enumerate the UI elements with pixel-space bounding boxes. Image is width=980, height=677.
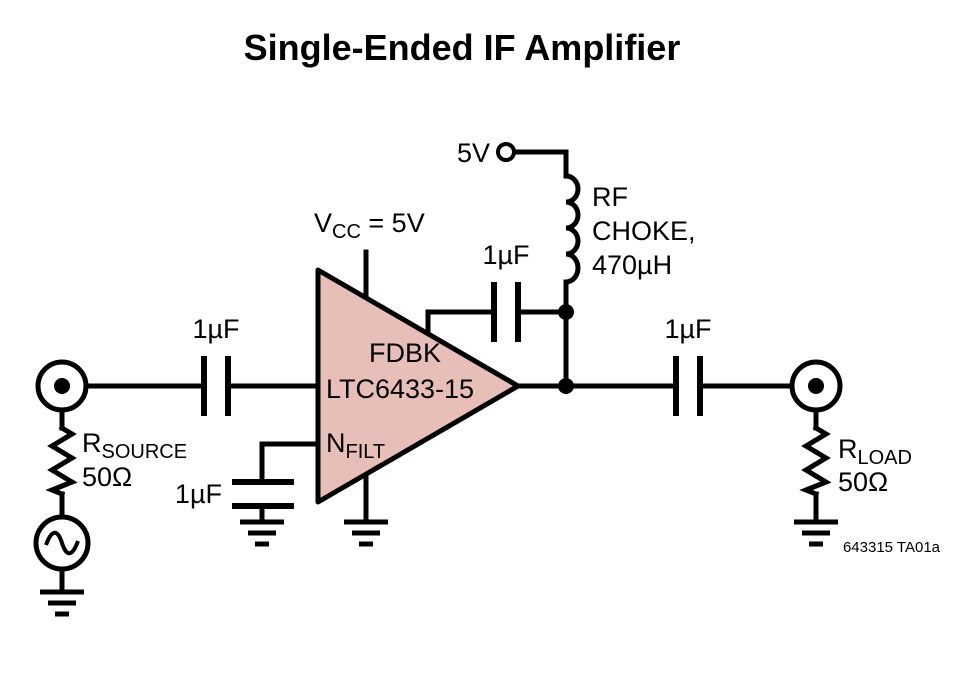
- nfilt-capacitor: [232, 479, 294, 525]
- rf-choke-label-line1: RF: [592, 182, 628, 212]
- wires: [59, 149, 819, 595]
- source-resistor-value: 50Ω: [82, 462, 132, 492]
- output-capacitor: [673, 356, 703, 416]
- junction-dot-feedback: [558, 304, 574, 320]
- diagram-title: Single-Ended IF Amplifier: [244, 27, 681, 68]
- junction-dot-output: [558, 378, 574, 394]
- supply-terminal-icon: [496, 142, 516, 162]
- source-connector-icon: [35, 359, 89, 413]
- pin-nfilt-label: NFILT: [326, 428, 385, 463]
- ground-icon-load: [794, 519, 838, 547]
- load-connector-icon: [789, 359, 843, 413]
- ground-icon-amplifier: [344, 519, 388, 547]
- vcc-label: VCC = 5V: [314, 208, 425, 243]
- ground-icon-source: [40, 589, 84, 617]
- supply-terminal-label: 5V: [457, 138, 490, 168]
- load-resistor: [799, 424, 832, 498]
- input-capacitor-label: 1µF: [192, 314, 239, 344]
- feedback-capacitor-label: 1µF: [482, 240, 529, 270]
- input-capacitor: [201, 356, 231, 416]
- source-resistor: [45, 424, 78, 498]
- sine-source-icon: [33, 514, 91, 572]
- nfilt-capacitor-label: 1µF: [175, 479, 222, 509]
- load-resistor-value: 50Ω: [838, 467, 888, 497]
- rf-choke-label-line3: 470µH: [592, 250, 672, 280]
- amplifier-triangle: [315, 267, 521, 505]
- rf-choke-label-line2: CHOKE,: [592, 216, 696, 246]
- load-resistor-name: RLOAD: [838, 434, 912, 469]
- output-capacitor-label: 1µF: [664, 314, 711, 344]
- amplifier-part-number: LTC6433-15: [326, 374, 474, 404]
- pin-fdbk-label: FDBK: [369, 338, 441, 368]
- source-resistor-name: RSOURCE: [82, 428, 187, 463]
- feedback-capacitor: [491, 282, 521, 342]
- ground-icon-nfilt: [240, 519, 284, 547]
- figure-id: 643315 TA01a: [843, 539, 941, 556]
- rf-choke-inductor: [563, 173, 581, 285]
